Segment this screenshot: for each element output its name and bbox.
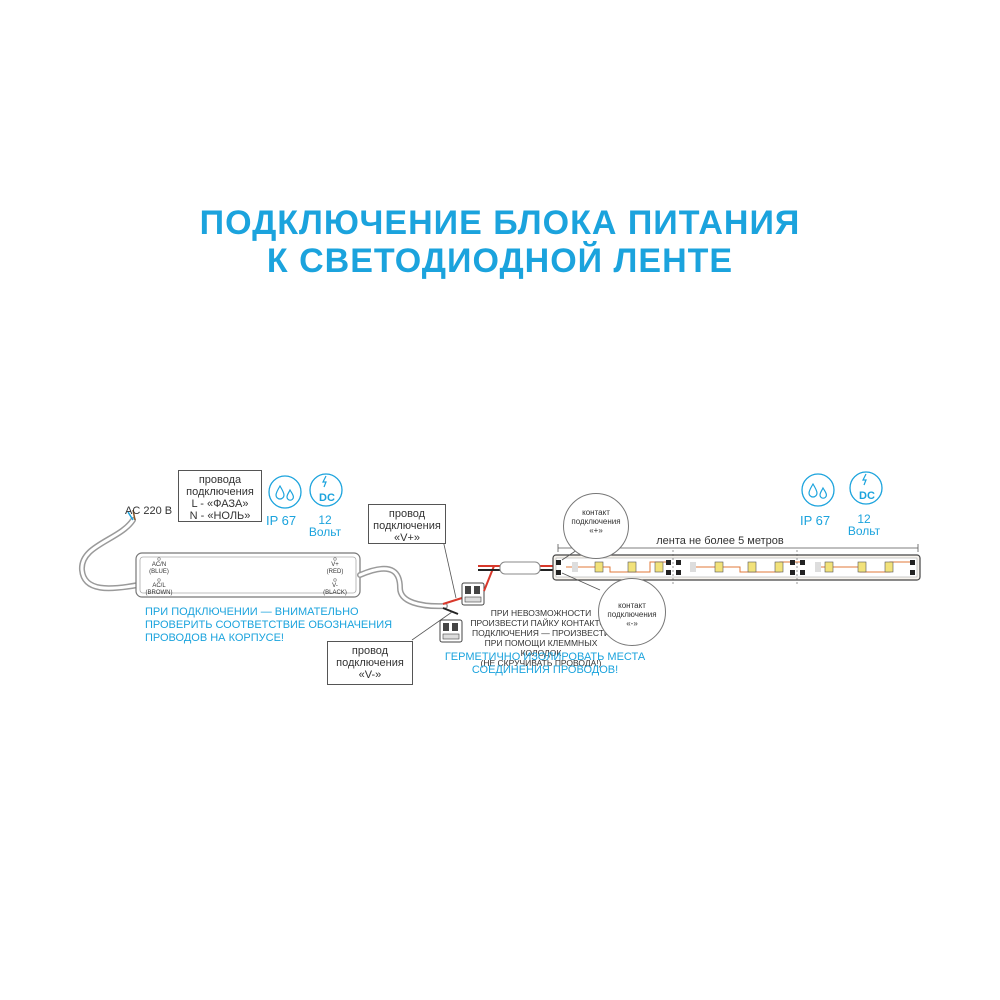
psu-acn-label: AC/N (BLUE) xyxy=(144,562,174,576)
contact-minus-line: контакт xyxy=(618,601,646,610)
psu-wires-line: провода xyxy=(198,474,242,486)
psu-vminus-color: (BLACK) xyxy=(323,590,347,596)
strip-voltage-unit: Вольт xyxy=(847,524,881,538)
solder-note-line: (НЕ СКРУЧИВАТЬ ПРОВОДА!) xyxy=(480,658,602,668)
contact-plus-line: подключения xyxy=(571,517,621,526)
vminus-wire-line: подключения xyxy=(336,657,404,669)
psu-acn-color: (BLUE) xyxy=(149,569,169,575)
psu-vplus-color: (RED) xyxy=(326,569,344,575)
led-strip xyxy=(552,550,921,585)
dc-output-cable xyxy=(357,565,448,610)
psu-voltage-value: 12 xyxy=(318,513,332,527)
psu-ip-rating: IP 67 xyxy=(266,513,297,528)
contact-plus-callout: контакт подключения «+» xyxy=(563,493,629,559)
vplus-wire-line: подключения xyxy=(373,520,441,532)
psu-acn-text: AC/N xyxy=(151,562,167,568)
ac-input-label: AC 220 В xyxy=(125,505,173,517)
dc-label: DC xyxy=(319,492,335,504)
psu-warning-line: ПРОВЕРИТЬ СООТВЕТСТВИЕ ОБОЗНАЧЕНИЯ xyxy=(145,619,393,631)
seal-note: ГЕРМЕТИЧНО ИЗОЛИРОВАТЬ МЕСТА СОЕДИНЕНИЯ … xyxy=(440,651,650,677)
contact-plus-line: контакт xyxy=(582,508,610,517)
seal-note-line: ГЕРМЕТИЧНО ИЗОЛИРОВАТЬ МЕСТА xyxy=(444,651,646,663)
solder-note-line: ПРИ ПОМОЩИ КЛЕММНЫХ КОЛОДОК xyxy=(484,638,598,658)
water-drop-icon xyxy=(268,475,302,509)
psu-wires-box: провода подключения L - «ФАЗА» N - «НОЛЬ… xyxy=(178,470,262,522)
solder-note-line: ПОДКЛЮЧЕНИЯ — ПРОИЗВЕСТИ xyxy=(471,628,610,638)
strip-ip-rating: IP 67 xyxy=(800,513,831,528)
psu-vplus-text: V+ xyxy=(331,562,339,568)
dc-lightning-icon xyxy=(849,471,883,505)
contact-plus-line: «+» xyxy=(589,526,603,535)
vminus-wire-line: «V-» xyxy=(358,669,382,681)
vplus-wire-line: провод xyxy=(388,508,426,520)
strip-voltage-value: 12 xyxy=(857,512,871,526)
solder-note: ПРИ НЕВОЗМОЖНОСТИ ПРОИЗВЕСТИ ПАЙКУ КОНТА… xyxy=(466,608,616,668)
psu-vminus-text: V- xyxy=(332,583,338,589)
vminus-wire-box: провод подключения «V-» xyxy=(327,641,413,685)
vplus-wire-line: «V+» xyxy=(394,532,420,544)
psu-acl-text: AC/L xyxy=(152,583,166,589)
psu-wires-line: подключения xyxy=(186,486,254,498)
solder-note-line: ПРИ НЕВОЗМОЖНОСТИ xyxy=(490,608,592,618)
strip-length-label: лента не более 5 метров xyxy=(640,535,800,547)
contact-minus-line: «-» xyxy=(626,619,638,628)
vminus-wire-line: провод xyxy=(351,645,389,657)
water-drop-icon xyxy=(801,473,835,507)
contact-minus-line: подключения xyxy=(607,610,657,619)
ac-input-cable xyxy=(79,517,141,592)
psu-wires-line: N - «НОЛЬ» xyxy=(189,510,251,522)
psu-voltage-unit: Вольт xyxy=(308,525,342,539)
page-title-line-1: ПОДКЛЮЧЕНИЕ БЛОКА ПИТАНИЯ xyxy=(199,204,801,242)
seal-note-line: СОЕДИНЕНИЯ ПРОВОДОВ! xyxy=(471,664,619,676)
dc-label: DC xyxy=(859,490,875,502)
psu-acl-label: AC/L (BROWN) xyxy=(144,583,174,597)
psu-warning-line: ПРОВОДОВ НА КОРПУСЕ! xyxy=(145,632,284,644)
contact-minus-callout: контакт подключения «-» xyxy=(598,578,666,646)
dc-lightning-icon xyxy=(309,473,343,507)
terminal-block-icon xyxy=(461,582,485,606)
psu-acl-color: (BROWN) xyxy=(145,590,173,596)
psu-vminus-label: V- (BLACK) xyxy=(320,583,350,597)
psu-warning-line: ПРИ ПОДКЛЮЧЕНИИ — ВНИМАТЕЛЬНО xyxy=(145,606,359,618)
psu-warning-note: ПРИ ПОДКЛЮЧЕНИИ — ВНИМАТЕЛЬНО ПРОВЕРИТЬ … xyxy=(145,606,405,645)
page-title-line-2: К СВЕТОДИОДНОЙ ЛЕНТЕ xyxy=(266,242,734,280)
terminal-block-icon xyxy=(439,619,463,643)
solder-note-line: ПРОИЗВЕСТИ ПАЙКУ КОНТАКТОВ xyxy=(470,618,612,628)
psu-wires-line: L - «ФАЗА» xyxy=(191,498,249,510)
vplus-wire-box: провод подключения «V+» xyxy=(368,504,446,544)
psu-vplus-label: V+ (RED) xyxy=(320,562,350,576)
